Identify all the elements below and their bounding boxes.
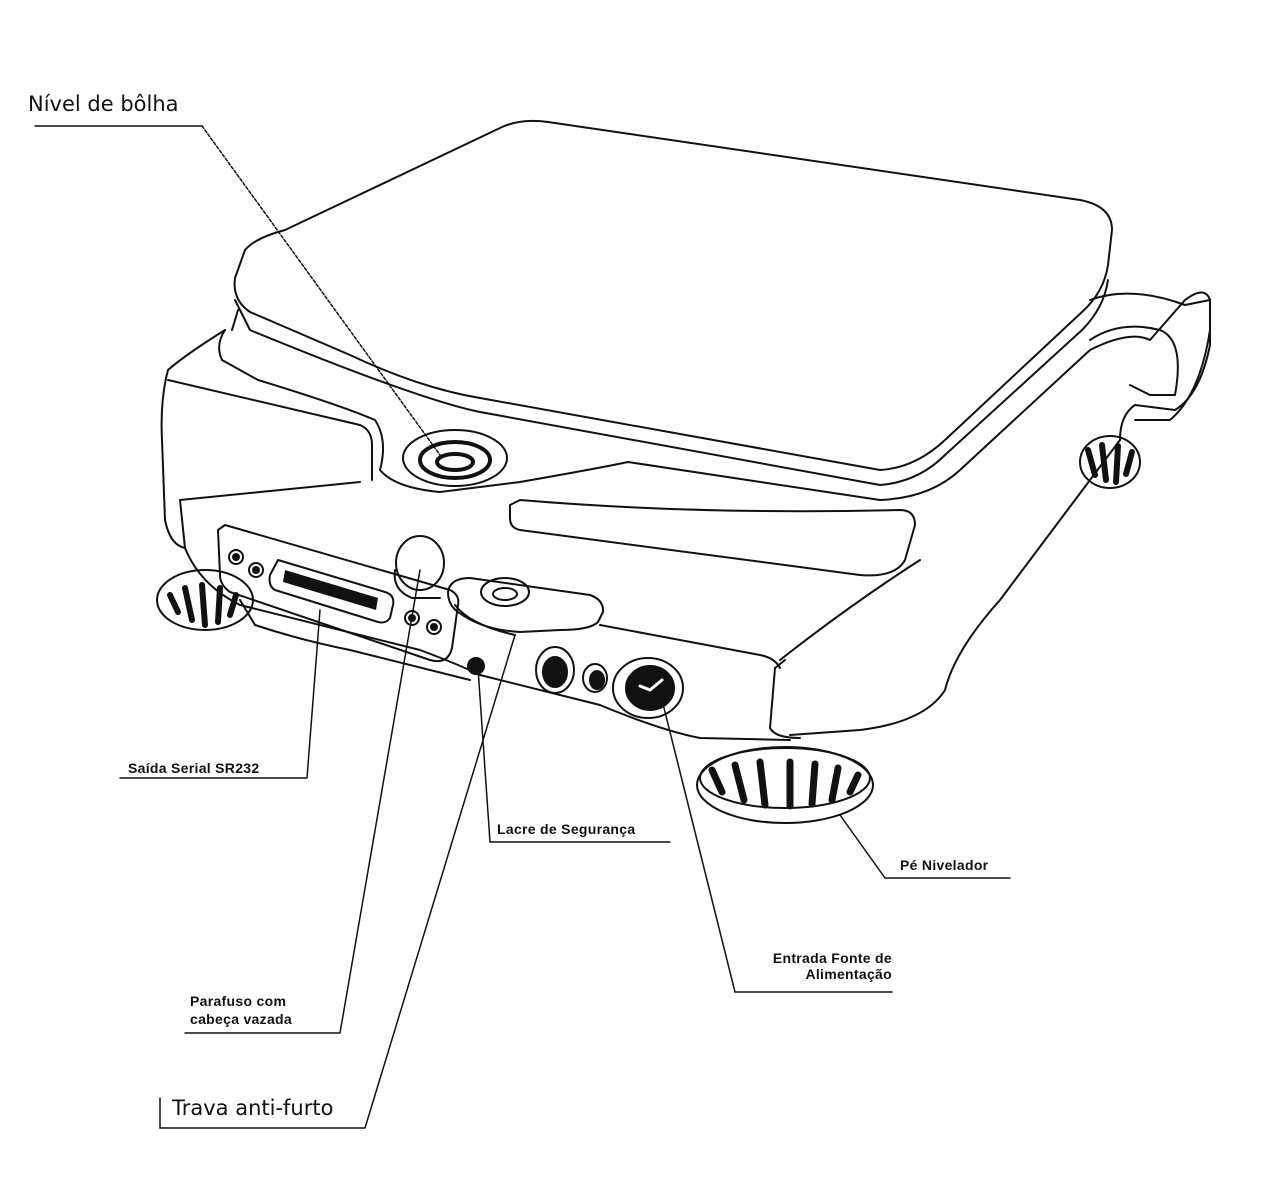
knob bbox=[393, 535, 445, 599]
weighing-pan bbox=[231, 119, 1113, 486]
label-hollow-screw: Parafuso com cabeça vazada bbox=[190, 992, 292, 1028]
leveling-feet bbox=[156, 435, 1141, 824]
label-anti-theft-lock: Trava anti-furto bbox=[172, 1096, 334, 1120]
power-input bbox=[535, 646, 684, 719]
leader-bubble-level bbox=[201, 125, 441, 456]
label-hollow-screw-line1: Parafuso com bbox=[190, 993, 287, 1009]
label-power-input-line2: Alimentação bbox=[805, 966, 892, 982]
anti-theft-lock-tab bbox=[447, 577, 605, 675]
label-bubble-level: Nível de bôlha bbox=[28, 92, 179, 116]
leader-lines bbox=[34, 125, 1011, 1129]
leader-serial-output bbox=[119, 609, 321, 779]
label-power-input: Entrada Fonte de Alimentação bbox=[700, 950, 892, 982]
label-power-input-line1: Entrada Fonte de bbox=[772, 950, 892, 966]
leader-hollow-screw bbox=[184, 569, 421, 1034]
label-security-seal: Lacre de Segurança bbox=[497, 821, 636, 837]
leader-leveling-foot bbox=[839, 814, 886, 879]
label-hollow-screw-line2: cabeça vazada bbox=[190, 1011, 292, 1027]
label-leveling-foot: Pé Nivelador bbox=[900, 857, 989, 873]
leader-power-input bbox=[661, 699, 736, 993]
serial-port-plate bbox=[217, 524, 460, 663]
label-serial-output: Saída Serial SR232 bbox=[128, 760, 260, 776]
scale-housing bbox=[160, 291, 1211, 741]
leader-anti-theft-lock bbox=[159, 634, 516, 1129]
leader-security-seal bbox=[477, 667, 491, 843]
bubble-level bbox=[402, 429, 508, 487]
